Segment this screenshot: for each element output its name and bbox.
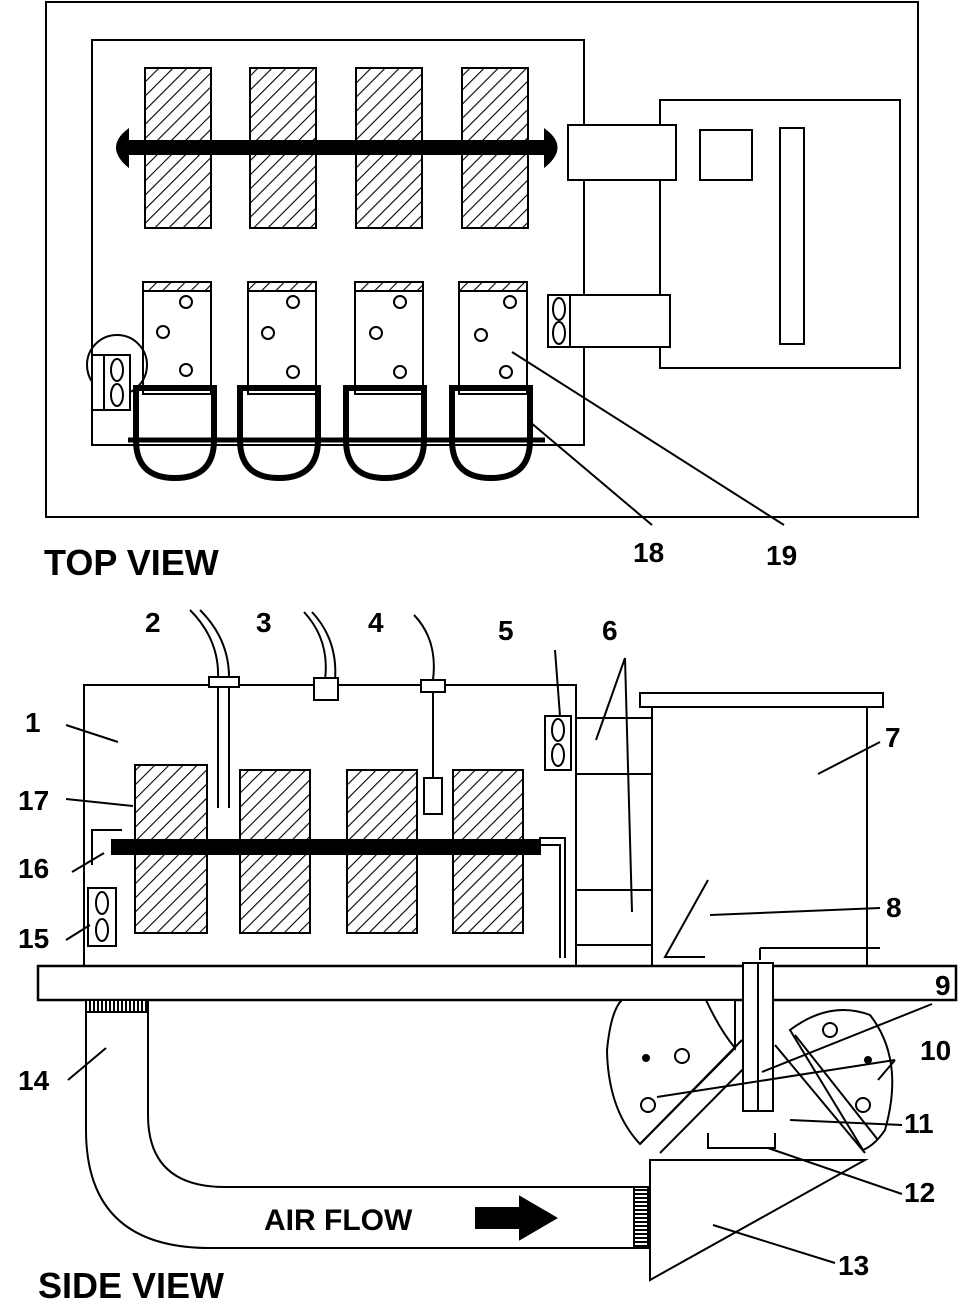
callout-1: 1 [25,707,41,738]
callout-6: 6 [602,615,618,646]
u-holder [343,385,427,482]
top-shaft-end [544,128,558,169]
sample-plate [354,281,424,395]
side-left-fan [87,887,117,947]
top-right-unit [659,99,901,369]
fan-icon [95,918,109,942]
air-duct-outer [85,1012,634,1249]
callout-2: 2 [145,607,161,638]
leader-1 [65,724,119,743]
leader-7 [817,741,881,775]
unit-lid [639,692,884,708]
air-flow-arrow-icon [475,1195,558,1241]
leader-15 [65,924,91,941]
fan-icon [110,358,124,382]
sample-plate [458,281,528,395]
leader-11 [789,1119,903,1126]
top-slot [779,127,805,345]
side-view-title: SIDE VIEW [38,1265,224,1306]
leader-6a [595,657,626,741]
leader-10a [656,1059,896,1098]
probe-3-fitting [313,677,339,701]
callout-17: 17 [18,785,49,816]
leader-6b [624,657,633,913]
fan-icon [95,891,109,915]
leader-9 [761,1003,933,1073]
leader-13 [712,1224,836,1264]
side-view [36,609,958,1282]
collector-13 [649,1159,869,1282]
callout-5: 5 [498,615,514,646]
base-plate [36,964,958,1002]
callout-3: 3 [256,607,272,638]
fan-icon [551,718,565,742]
callout-13: 13 [838,1250,869,1281]
duct-upper [575,717,653,775]
top-view-chamber [91,39,585,446]
rotor-left [605,999,737,1146]
leader-12 [767,1147,903,1195]
callout-10: 10 [920,1035,951,1066]
fan-icon [110,383,124,407]
probe-2-fitting [208,676,240,688]
top-coupler [567,124,677,181]
u-holder [133,385,217,482]
fan-icon [552,297,566,321]
air-flow-label: AIR FLOW [264,1204,413,1237]
callout-12: 12 [904,1177,935,1208]
leader-16 [71,852,105,873]
top-shaft-end [116,127,129,169]
top-shaft [124,140,548,155]
top-fan-housing [547,294,671,348]
duct-flange-end [633,1186,649,1249]
leader-17 [65,798,134,807]
leader-5 [554,649,561,717]
leader-18 [529,421,653,526]
callout-9: 9 [935,970,951,1001]
top-view-outer-frame [45,1,919,518]
callout-15: 15 [18,923,49,954]
callout-4: 4 [368,607,384,638]
top-left-fan-box [91,354,131,411]
sample-plate [247,281,317,395]
u-holder [237,385,321,482]
leader-14 [67,1047,107,1081]
air-duct-inner [147,1012,634,1188]
callout-8: 8 [886,892,902,923]
shaft-bracket-right [539,837,566,958]
tray-12 [707,1133,776,1149]
top-view-title: TOP VIEW [44,542,219,583]
duct-lower [575,889,653,946]
leader-19 [511,351,785,526]
sample-plate [142,281,212,395]
leader-8 [709,907,881,916]
fan-icon [551,743,565,767]
probe-4 [413,614,435,778]
leader-10b [877,1059,896,1081]
callout-18: 18 [633,537,664,568]
u-holder [449,385,533,482]
duct-flange-top [85,999,149,1013]
probe-4-fitting [420,679,446,693]
probe-3 [303,611,327,681]
callout-7: 7 [885,722,901,753]
callout-19: 19 [766,540,797,571]
side-shaft [111,839,541,855]
callout-11: 11 [904,1108,934,1139]
callout-16: 16 [18,853,49,884]
top-square-port [699,129,753,181]
deflector-8 [663,879,709,958]
fan-icon [552,321,566,345]
probe-4-sensor [423,777,443,815]
top-view [45,1,919,526]
callout-14: 14 [18,1065,50,1096]
shaft-bracket-left [91,829,122,865]
unit-7 [651,706,868,975]
